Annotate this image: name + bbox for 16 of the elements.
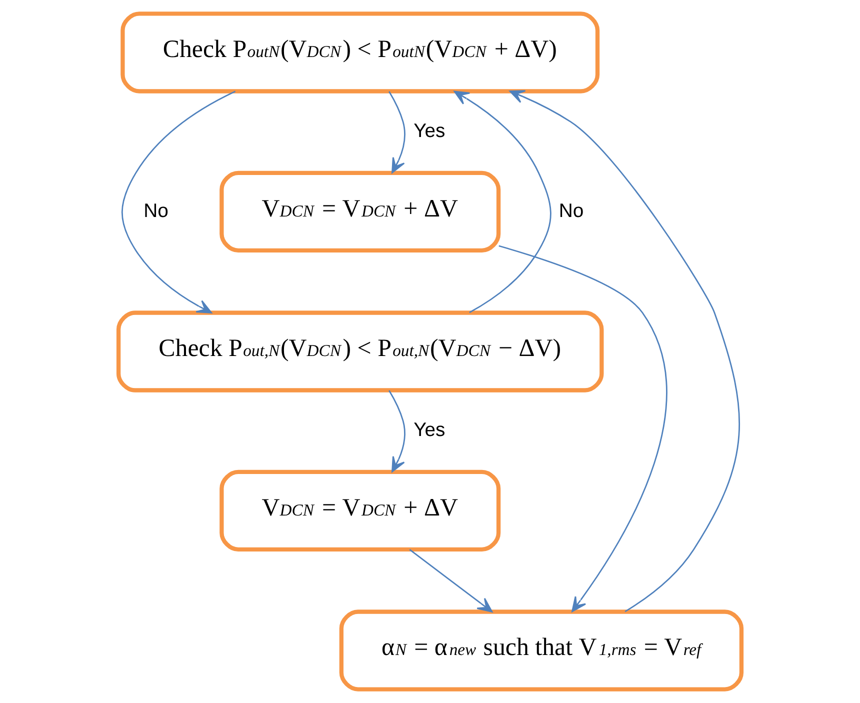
arrow	[388, 390, 406, 472]
arrow	[409, 548, 493, 612]
node-box: VDCN = VDCN + ΔV	[220, 470, 501, 552]
edge-label: No	[558, 200, 584, 222]
arrow	[498, 245, 668, 612]
arrow	[509, 90, 740, 612]
edge-label: Yes	[414, 419, 446, 442]
arrow	[388, 91, 406, 174]
arrow	[121, 90, 236, 314]
edge-label: No	[144, 200, 168, 222]
arrow	[454, 90, 552, 314]
node-box: αN = αnew such that V1,rms = Vref	[339, 610, 744, 692]
node-box: Check Pout,N(VDCN) < Pout,N(VDCN − ΔV)	[116, 310, 604, 392]
edge-label: Yes	[414, 120, 446, 142]
node-box: VDCN = VDCN + ΔV	[220, 170, 501, 253]
node-box: Check PoutN(VDCN) < PoutN(VDCN + ΔV)	[120, 12, 600, 94]
